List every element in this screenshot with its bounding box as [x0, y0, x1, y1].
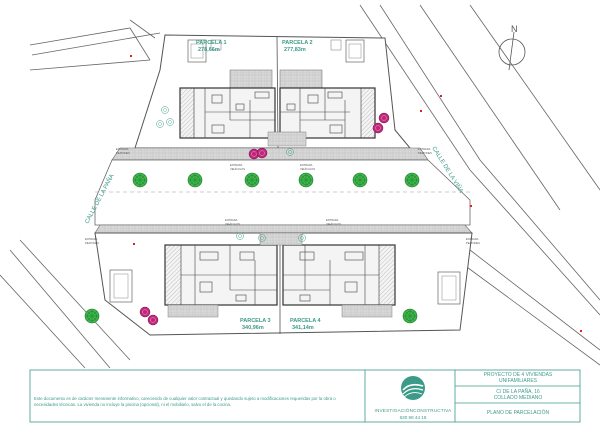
disclaimer-text: Este documento es de carácter meramente … [34, 396, 336, 407]
parcel-2-label: PARCELA 2 277,83m [282, 40, 313, 53]
project-title: PROYECTO DE 4 VIVIENDAS UNIFAMILIARES [456, 372, 580, 384]
svg-text:ENTRADA: ENTRADA [300, 163, 313, 167]
svg-text:VEHÍCULOS: VEHÍCULOS [326, 222, 341, 226]
svg-text:PARCELA 1: PARCELA 1 [196, 40, 227, 46]
svg-text:ENTRADA: ENTRADA [225, 218, 238, 222]
lower-block [94, 232, 473, 336]
svg-text:ENTRADA: ENTRADA [116, 147, 129, 151]
company-phone: 630 98 44 18 [399, 415, 427, 420]
svg-text:ENTRADA: ENTRADA [326, 218, 339, 222]
entrance-tags: ENTRADA PEATONES ENTRADA VEHÍCULOS ENTRA… [85, 147, 480, 245]
svg-text:PEATONES: PEATONES [466, 241, 480, 245]
upper-block [134, 34, 412, 149]
svg-text:VEHÍCULOS: VEHÍCULOS [225, 222, 240, 226]
company-name: INVESTIGACIÓNCONSTRUCTIVA [374, 408, 452, 413]
svg-text:VEHÍCULOS: VEHÍCULOS [300, 167, 315, 171]
svg-text:340,96m: 340,96m [242, 325, 264, 331]
parcel-4-label: PARCELA 4 341,14m [290, 318, 322, 331]
svg-text:PEATONES: PEATONES [85, 241, 99, 245]
boundary-markers [130, 55, 582, 332]
lower-sidewalk [94, 224, 473, 234]
company-logo-icon [401, 376, 425, 400]
parcel-3-label: PARCELA 3 340,96m [240, 318, 271, 331]
project-address: C/ DE LA PAÑA, 16 COLLADO MEDIANO [456, 389, 580, 401]
project-address-2: COLLADO MEDIANO [493, 395, 543, 401]
svg-text:ENTRADA: ENTRADA [418, 147, 431, 151]
svg-text:PARCELA 3: PARCELA 3 [240, 318, 271, 324]
title-block-frame [29, 369, 581, 423]
svg-text:278,66m: 278,66m [198, 47, 220, 53]
sheet-title: PLANO DE PARCELACIÓN [486, 410, 550, 416]
company-block: INVESTIGACIÓNCONSTRUCTIVA 630 98 44 18 [372, 374, 454, 422]
svg-text:ENTRADA: ENTRADA [466, 237, 479, 241]
upper-sidewalk [111, 147, 429, 161]
svg-text:ENTRADA: ENTRADA [230, 163, 243, 167]
project-line-2: UNIFAMILIARES [498, 378, 538, 384]
svg-text:PEATONES: PEATONES [116, 151, 130, 155]
svg-text:277,83m: 277,83m [284, 47, 306, 53]
svg-text:PARCELA 2: PARCELA 2 [282, 40, 313, 46]
north-arrow: N [498, 24, 526, 71]
svg-text:VEHÍCULOS: VEHÍCULOS [230, 167, 245, 171]
svg-text:341,14m: 341,14m [292, 325, 314, 331]
svg-text:PARCELA 4: PARCELA 4 [290, 318, 322, 324]
svg-text:PEATONES: PEATONES [418, 151, 432, 155]
north-label: N [511, 24, 518, 34]
svg-text:ENTRADA: ENTRADA [85, 237, 98, 241]
parcel-1-label: PARCELA 1 278,66m [196, 40, 227, 53]
project-line-1: PROYECTO DE 4 VIVIENDAS [483, 372, 553, 378]
project-address-1: C/ DE LA PAÑA, 16 [496, 389, 540, 395]
context-road-lines [0, 4, 600, 369]
